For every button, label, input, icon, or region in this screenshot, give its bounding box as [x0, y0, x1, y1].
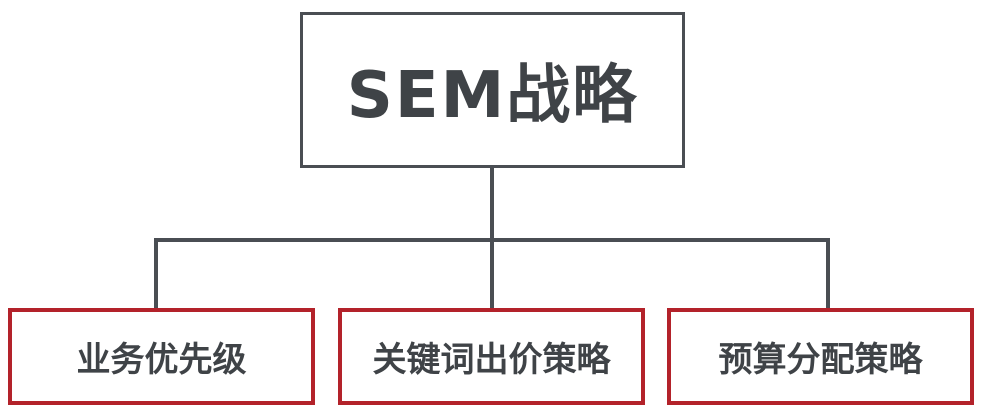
root-node-sem-strategy: SEM战略: [300, 12, 685, 168]
child-node-label: 关键词出价策略: [372, 340, 611, 380]
child-node-business-priority: 业务优先级: [8, 308, 315, 405]
child-node-label: 业务优先级: [76, 340, 247, 380]
root-node-label: SEM战略: [346, 59, 639, 133]
child-node-keyword-bidding: 关键词出价策略: [338, 308, 645, 405]
child-node-budget-allocation: 预算分配策略: [667, 308, 974, 405]
child-node-label: 预算分配策略: [718, 340, 923, 380]
